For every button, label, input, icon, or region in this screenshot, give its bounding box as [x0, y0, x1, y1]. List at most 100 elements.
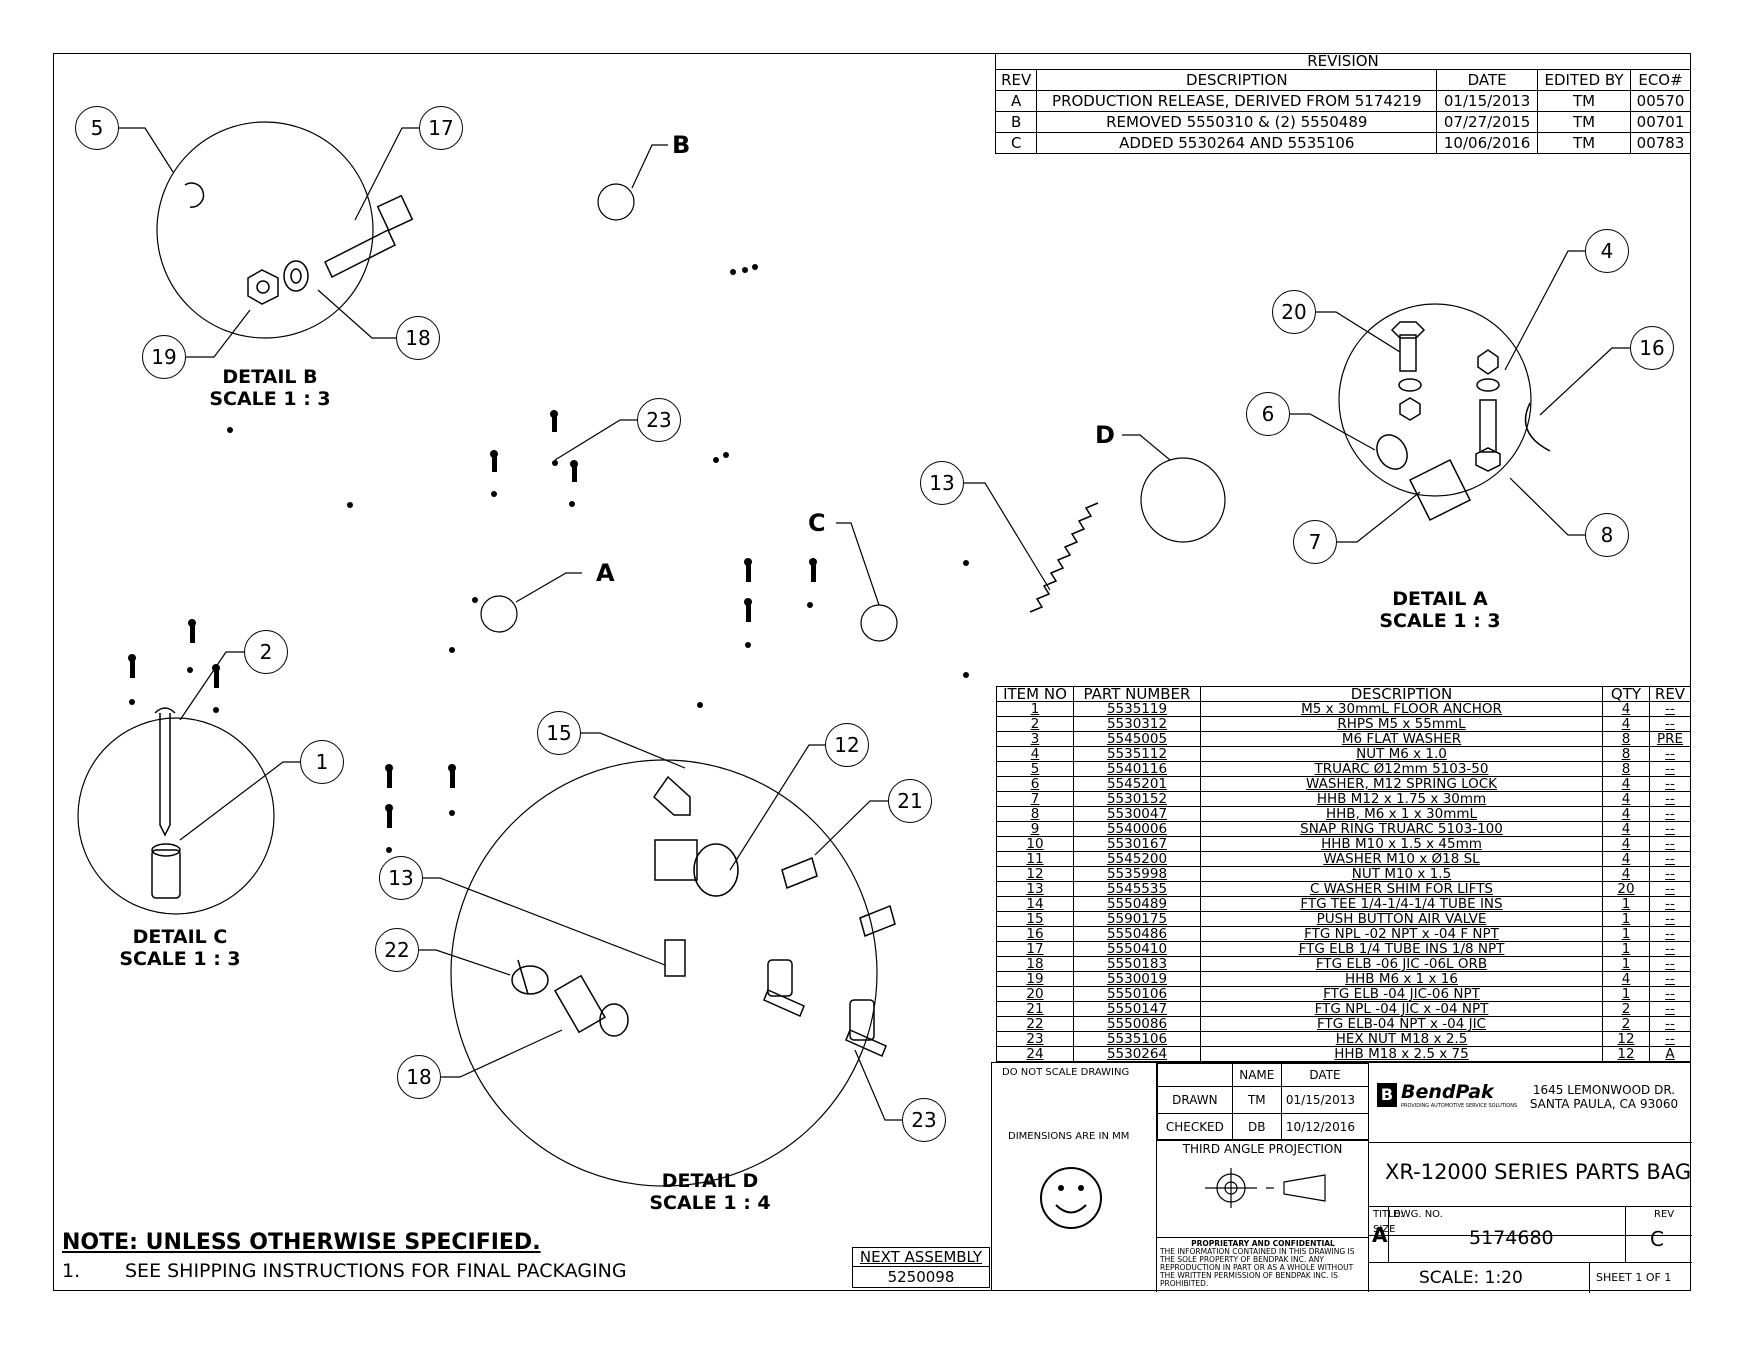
balloon: 23 [902, 1098, 946, 1142]
bom-cell: 6 [996, 776, 1074, 792]
detail-title-text: DETAIL B [222, 366, 318, 388]
cell: 07/27/2015 [1436, 111, 1539, 133]
bom-cell: 23 [996, 1031, 1074, 1047]
bom-cell: 4 [996, 746, 1074, 762]
bom-cell: RHPS M5 x 55mmL [1200, 716, 1603, 732]
bom-cell: 5545005 [1073, 731, 1201, 747]
balloon: 12 [825, 723, 869, 767]
bom-cell: 1 [1602, 956, 1650, 972]
company-block: B BendPak PROVIDING AUTOMOTIVE SERVICE S… [1369, 1063, 1692, 1143]
bom-cell: 1 [1602, 926, 1650, 942]
balloon: 5 [75, 106, 119, 150]
bom-cell: HEX NUT M18 x 2.5 [1200, 1031, 1603, 1047]
bom-cell: 8 [1602, 746, 1650, 762]
balloon: 13 [920, 461, 964, 505]
bom-cell: PUSH BUTTON AIR VALVE [1200, 911, 1603, 927]
name-header: NAME [1231, 1063, 1282, 1087]
projection-text: THIRD ANGLE PROJECTION [1182, 1142, 1343, 1156]
bom-cell: -- [1649, 701, 1691, 717]
bom-cell: -- [1649, 821, 1691, 837]
bom-cell: 5530312 [1073, 716, 1201, 732]
bom-cell: 16 [996, 926, 1074, 942]
bom-cell: 5530019 [1073, 971, 1201, 987]
bom-cell: 3 [996, 731, 1074, 747]
balloon: 21 [888, 779, 932, 823]
revision-title: REVISION [995, 53, 1691, 70]
bom-cell: -- [1649, 911, 1691, 927]
view-c-circle [860, 604, 898, 642]
proprietary-notice: PROPRIETARY AND CONFIDENTIAL THE INFORMA… [1157, 1237, 1369, 1290]
detail-c-title: DETAIL C SCALE 1 : 3 [100, 926, 260, 970]
view-letter-b: B [672, 131, 691, 159]
rev-header: EDITED BY [1537, 69, 1632, 91]
address-line: SANTA PAULA, CA 93060 [1529, 1097, 1679, 1111]
sheet-text: SHEET 1 OF 1 [1589, 1263, 1692, 1293]
detail-b-title: DETAIL B SCALE 1 : 3 [190, 366, 350, 410]
bom-header-cell: DESCRIPTION [1200, 686, 1603, 702]
balloon: 15 [537, 711, 581, 755]
cell: C [994, 132, 1038, 154]
bom-cell: -- [1649, 791, 1691, 807]
bom-cell: 1 [1602, 986, 1650, 1002]
cell: A [994, 90, 1038, 112]
bom-cell: -- [1649, 806, 1691, 822]
checked-label: CHECKED [1157, 1113, 1233, 1141]
balloon: 19 [142, 335, 186, 379]
bom-cell: 5530152 [1073, 791, 1201, 807]
bom-header-cell: ITEM NO [996, 686, 1074, 702]
balloon: 23 [637, 398, 681, 442]
bom-cell: 5 [996, 761, 1074, 777]
bom-cell: 5550106 [1073, 986, 1201, 1002]
bom-cell: HHB M18 x 2.5 x 75 [1200, 1046, 1603, 1062]
revision-row: B REMOVED 5550310 & (2) 5550489 07/27/20… [994, 111, 1691, 133]
bom-cell: -- [1649, 941, 1691, 957]
cell: 00701 [1630, 111, 1691, 133]
cell: 00783 [1630, 132, 1691, 154]
bom-cell: M5 x 30mmL FLOOR ANCHOR [1200, 701, 1603, 717]
bom-cell: 5550489 [1073, 896, 1201, 912]
bom-cell: 4 [1602, 701, 1650, 717]
scale-text: SCALE: 1:20 [1419, 1268, 1523, 1288]
bom-cell: 1 [1602, 941, 1650, 957]
bom-cell: 5530047 [1073, 806, 1201, 822]
bom-cell: 4 [1602, 851, 1650, 867]
detail-title-text: DETAIL D [661, 1170, 759, 1192]
view-b-circle [597, 183, 635, 221]
bom-cell: NUT M10 x 1.5 [1200, 866, 1603, 882]
view-a-circle [480, 595, 518, 633]
checked-name: DB [1231, 1113, 1282, 1141]
bom-cell: HHB, M6 x 1 x 30mmL [1200, 806, 1603, 822]
next-assembly-table: NEXT ASSEMBLY 5250098 [852, 1247, 990, 1288]
balloon: 20 [1272, 290, 1316, 334]
balloon: 1 [300, 740, 344, 784]
view-letter-d: D [1095, 421, 1115, 449]
drawing-title: XR-12000 SERIES PARTS BAG [1385, 1160, 1692, 1184]
bom-cell: 5550086 [1073, 1016, 1201, 1032]
bom-cell: 5550183 [1073, 956, 1201, 972]
cell: 10/06/2016 [1436, 132, 1539, 154]
bom-cell: 8 [1602, 761, 1650, 777]
rev-header: DATE [1436, 69, 1539, 91]
balloon: 7 [1293, 520, 1337, 564]
bom-cell: 20 [996, 986, 1074, 1002]
bom-cell: -- [1649, 776, 1691, 792]
dwg-number: 5174680 [1469, 1227, 1554, 1249]
rev-header: REV [994, 69, 1038, 91]
tb-left: DO NOT SCALE DRAWING DIMENSIONS ARE IN M… [992, 1063, 1157, 1292]
bom-cell: FTG ELB -06 JIC -06L ORB [1200, 956, 1603, 972]
drawn-date: 01/15/2013 [1280, 1086, 1370, 1114]
bom-cell: 5590175 [1073, 911, 1201, 927]
bendpak-logo-icon: B [1377, 1083, 1397, 1107]
